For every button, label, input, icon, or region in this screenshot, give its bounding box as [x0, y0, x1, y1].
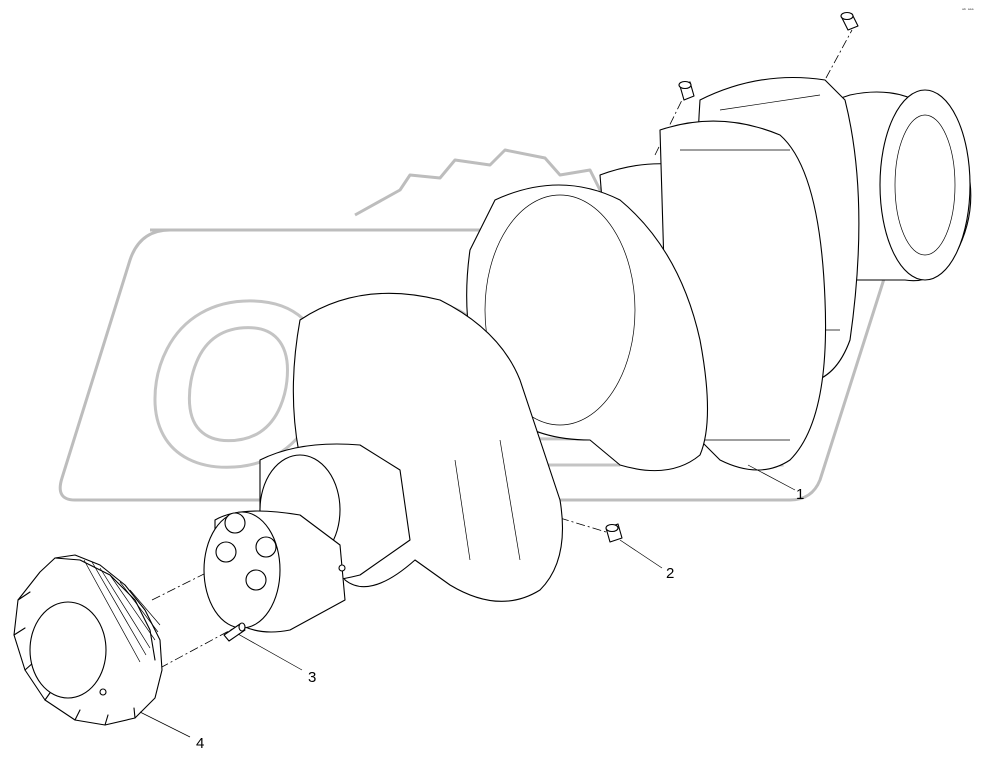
- roll-pin-icon: [223, 622, 246, 642]
- leader-line-2: [619, 539, 663, 569]
- dowel-axis-line-right: [559, 517, 607, 533]
- corner-code: ᵃᵇ ᵃᵃᵃ: [962, 8, 974, 14]
- leader-line-4: [139, 711, 191, 738]
- bolt-hole: [245, 569, 267, 591]
- bolt-hole: [255, 536, 277, 558]
- leader-line-3: [237, 633, 303, 671]
- bolt-hole: [224, 512, 246, 534]
- helical-gear-icon: [13, 554, 163, 726]
- callout-3: 3: [308, 669, 316, 686]
- leader-line-1: [747, 464, 796, 491]
- crankshaft-icon: [203, 76, 972, 633]
- dowel-axis-line-top-1: [825, 29, 853, 79]
- callout-1: 1: [796, 486, 804, 503]
- callout-4: 4: [196, 735, 204, 752]
- dowel-pin-icon: [605, 11, 859, 543]
- bolt-hole: [215, 541, 237, 563]
- callout-2: 2: [666, 565, 674, 582]
